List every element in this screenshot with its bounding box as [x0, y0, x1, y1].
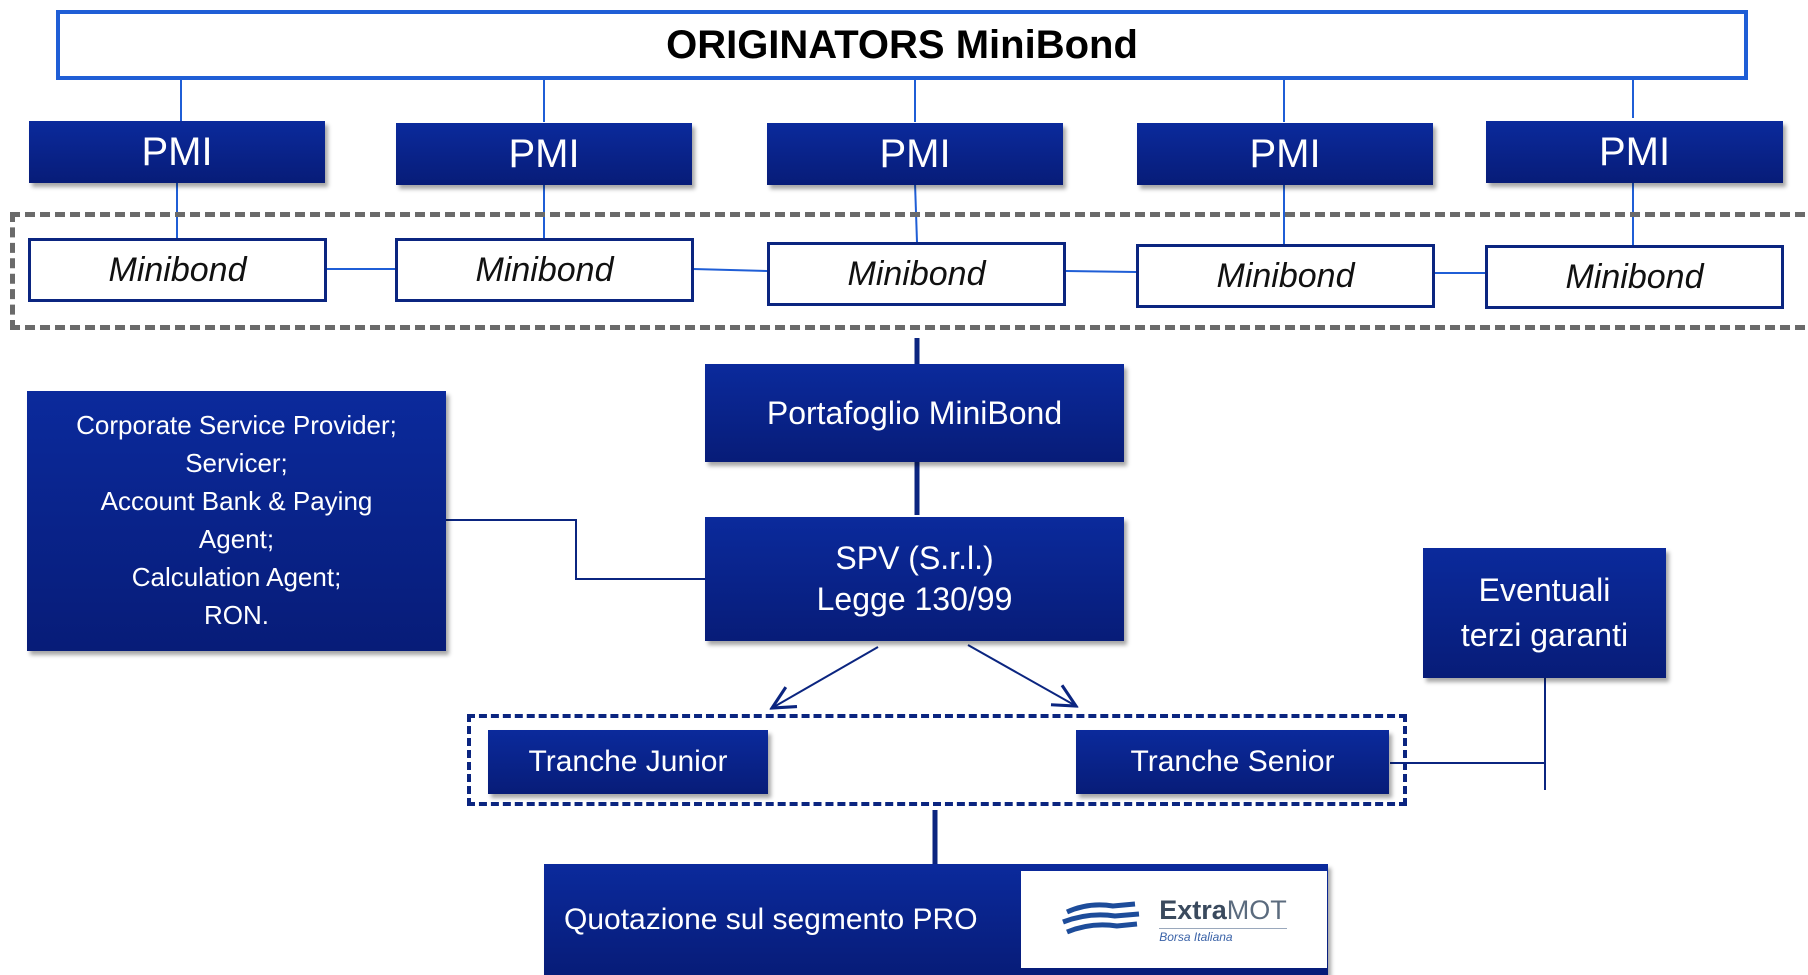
- service-line-1: Corporate Service Provider;: [76, 410, 397, 441]
- spv-box: SPV (S.r.l.) Legge 130/99: [705, 517, 1124, 641]
- portafoglio-box: Portafoglio MiniBond: [705, 364, 1124, 462]
- originators-title: ORIGINATORS MiniBond: [56, 10, 1748, 80]
- garanti-box: Eventuali terzi garanti: [1423, 548, 1666, 678]
- minibond-box-4: Minibond: [1136, 244, 1435, 308]
- service-line-6: RON.: [204, 599, 269, 630]
- pmi-box-2: PMI: [396, 123, 692, 185]
- pmi-box-1: PMI: [29, 121, 325, 183]
- logo-brand-light: MOT: [1226, 894, 1287, 925]
- service-line-4: Agent;: [198, 524, 275, 554]
- minibond-box-1: Minibond: [28, 238, 327, 302]
- tranche-group-border: [467, 714, 1407, 806]
- minibond-group-border: [10, 212, 1808, 330]
- logo-brand: ExtraMOT: [1159, 894, 1287, 925]
- garanti-line-2: terzi garanti: [1460, 617, 1629, 653]
- minibond-box-2: Minibond: [395, 238, 694, 302]
- logo-brand-bold: Extra: [1159, 894, 1227, 925]
- service-line-3: Account Bank & Paying: [100, 486, 373, 517]
- pmi-box-4: PMI: [1137, 123, 1433, 185]
- pmi-box-5: PMI: [1486, 121, 1783, 183]
- quotazione-label: Quotazione sul segmento PRO: [564, 902, 978, 936]
- minibond-box-5: Minibond: [1485, 245, 1784, 309]
- spv-line-1: SPV (S.r.l.): [835, 540, 994, 577]
- logo-text: ExtraMOT Borsa Italiana: [1159, 894, 1287, 943]
- tranche-senior-box: Tranche Senior: [1076, 730, 1389, 794]
- tranche-junior-box: Tranche Junior: [488, 730, 768, 794]
- extramot-logo: ExtraMOT Borsa Italiana: [1021, 871, 1327, 968]
- pmi-box-3: PMI: [767, 123, 1063, 185]
- services-box: Corporate Service Provider; Servicer; Ac…: [27, 391, 446, 651]
- minibond-box-3: Minibond: [767, 242, 1066, 306]
- service-line-5: Calculation Agent;: [131, 561, 342, 592]
- logo-subtitle: Borsa Italiana: [1159, 927, 1287, 943]
- service-line-2: Servicer;: [185, 448, 288, 479]
- wave-icon: [1062, 901, 1140, 934]
- garanti-line-1: Eventuali: [1478, 572, 1611, 609]
- spv-line-2: Legge 130/99: [816, 581, 1013, 617]
